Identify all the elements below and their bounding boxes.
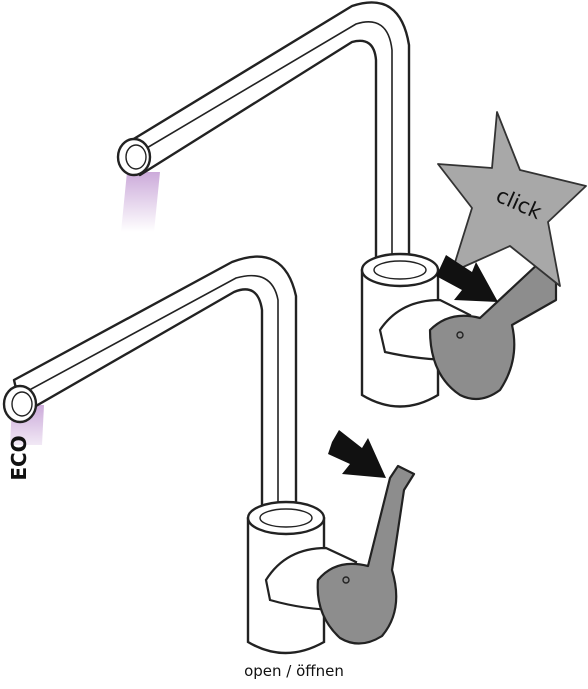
bottom-lever[interactable] <box>316 464 416 645</box>
bottom-spout <box>12 255 298 522</box>
top-water-stream <box>121 172 160 232</box>
top-spout-end <box>116 137 152 177</box>
top-push-arrow-icon <box>436 255 498 302</box>
top-faucet <box>116 1 558 408</box>
bottom-push-arrow-icon <box>328 430 386 478</box>
eco-label: ECO <box>7 435 31 480</box>
caption: open / öffnen <box>244 662 344 680</box>
bottom-spout-end <box>2 384 38 424</box>
top-lever[interactable] <box>428 260 558 401</box>
bottom-faucet <box>2 255 416 655</box>
click-star-icon: click <box>437 111 587 287</box>
top-spout <box>130 1 411 274</box>
